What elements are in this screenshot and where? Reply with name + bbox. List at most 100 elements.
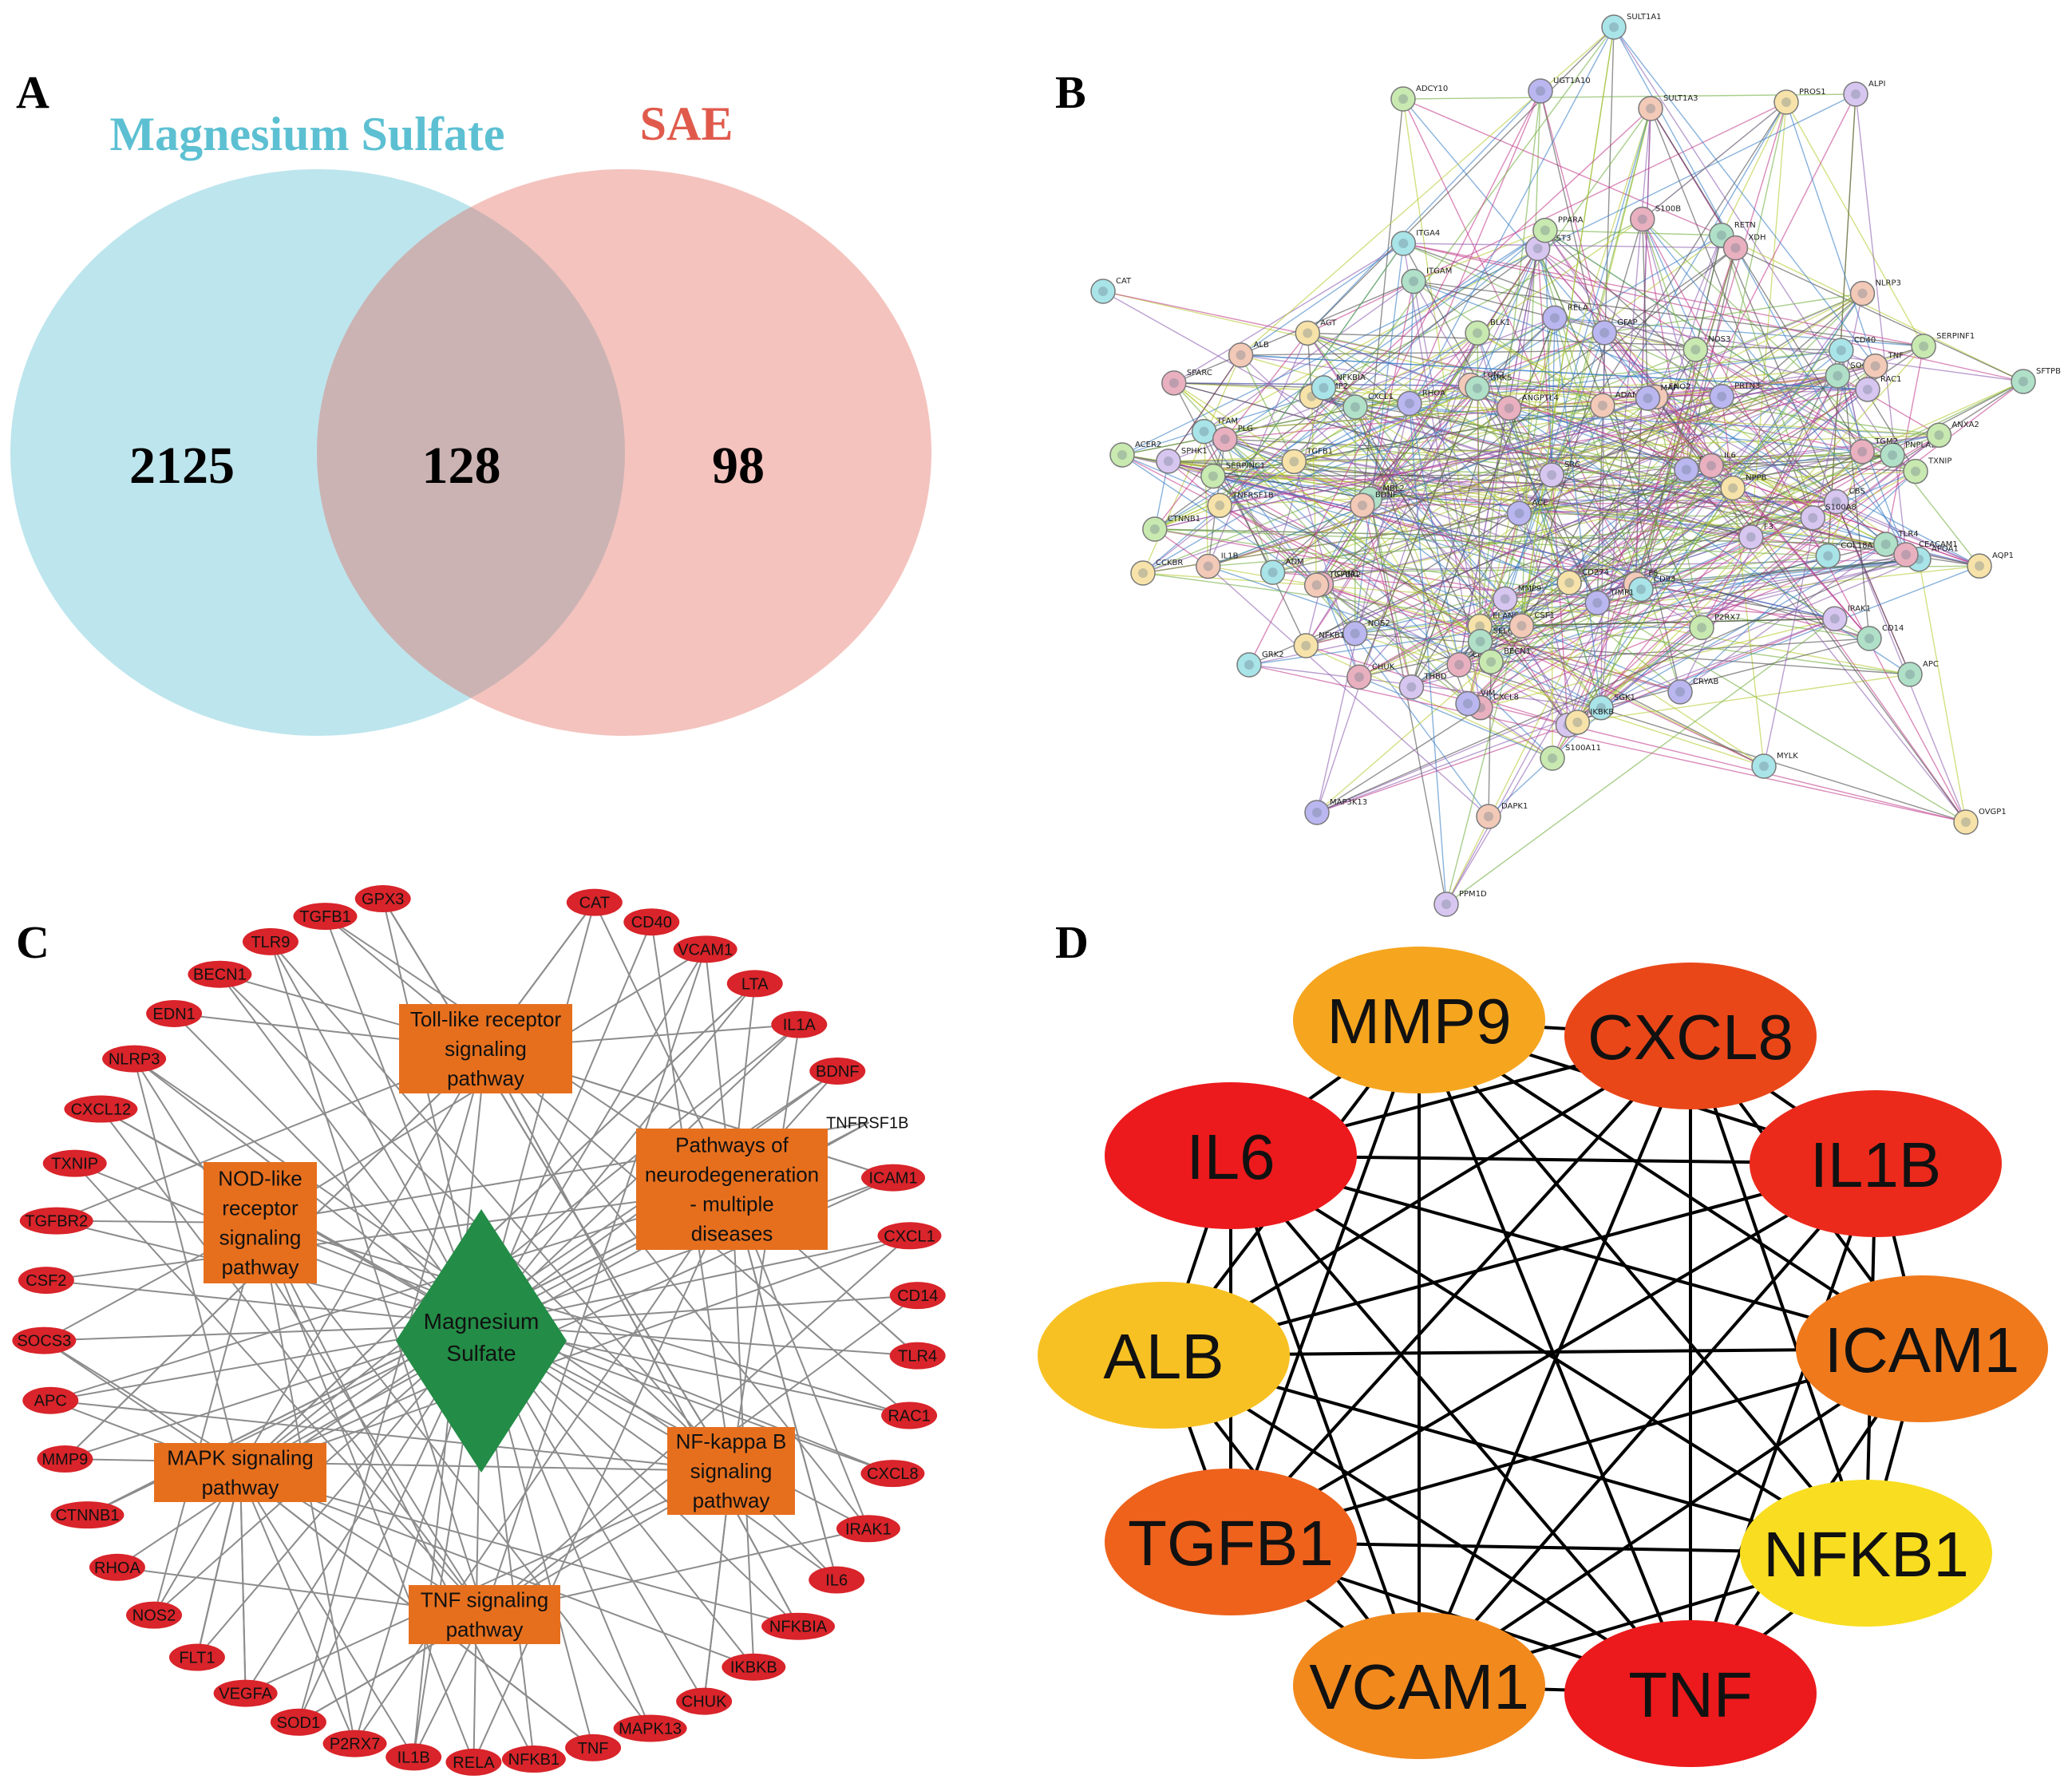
ppi-node-agt: AGT: [1295, 318, 1337, 346]
c-edge-pathway: [297, 1048, 487, 1723]
ppi-edge: [1568, 349, 1696, 583]
c-gene-ellipse: [566, 888, 623, 916]
ppi-node-circle: [1773, 89, 1799, 115]
ppi-node-structure-icon: [1354, 672, 1364, 682]
c-edge-pathway: [133, 1058, 732, 1472]
ppi-edge: [1307, 26, 1615, 334]
ppi-node-label: CD40: [1854, 336, 1876, 345]
ppi-node-label: ADM: [1286, 558, 1304, 567]
c-gene-label: LTA: [741, 975, 769, 993]
ppi-node-circle: [1720, 475, 1746, 501]
ppi-edge: [1362, 375, 1838, 506]
c-gene-ellipse: [881, 1402, 938, 1429]
c-gene-label: CAT: [579, 895, 611, 912]
d-hub-node-alb: ALB: [1038, 1282, 1290, 1429]
ppi-node-structure-icon: [2019, 377, 2028, 386]
ppi-edge: [1750, 101, 1787, 537]
ppi-edge: [1208, 517, 1813, 567]
ppi-node-structure-icon: [1398, 94, 1408, 104]
c-gene-node-tnfrsf1b: TNFRSF1B: [826, 1114, 908, 1132]
c-gene-ellipse: [676, 1687, 733, 1715]
ppi-node-label: ITGA4: [1416, 229, 1440, 238]
ppi-edge: [1458, 101, 1787, 666]
ppi-node-alb: ALB: [1228, 341, 1269, 368]
ppi-node-structure-icon: [1836, 346, 1846, 356]
venn-circle-magnesium-sulfate: [10, 169, 625, 736]
c-gene-node-becn1: BECN1: [188, 960, 252, 988]
ppi-node-s100a8: S100A8: [1800, 504, 1856, 531]
ppi-node-circle: [1689, 615, 1714, 641]
ppi-node-structure-icon: [1312, 808, 1322, 817]
ppi-node-cd93: CD93: [1628, 575, 1675, 603]
ppi-node-circle: [1926, 422, 1952, 448]
c-edge-pathway: [259, 1222, 651, 1730]
ppi-node-structure-icon: [1199, 426, 1209, 437]
c-gene-ellipse: [771, 1010, 828, 1038]
ppi-edge: [1316, 707, 1481, 813]
ppi-node-label: XDH: [1748, 234, 1766, 243]
ppi-node-label: APC: [1923, 660, 1939, 669]
ppi-node-label: MAP: [1660, 384, 1678, 393]
ppi-node-tnf: TNF: [1862, 352, 1904, 379]
ppi-edge: [1480, 375, 1838, 709]
ppi-node-structure-icon: [1808, 512, 1818, 523]
ppi-node-circle: [1281, 449, 1307, 475]
ppi-node-circle: [1738, 524, 1764, 550]
ppi-node-circle: [1880, 442, 1905, 468]
c-gene-ellipse: [722, 1653, 786, 1681]
ppi-edge: [1785, 101, 1876, 366]
c-gene-node-chuk: CHUK: [676, 1687, 733, 1715]
c-gene-ellipse: [126, 1601, 183, 1629]
ppi-node-circle: [1815, 543, 1841, 569]
ppi-node-circle: [1903, 458, 1928, 484]
c-gene-ellipse: [354, 885, 411, 913]
ppi-node-label: GRK2: [1262, 650, 1284, 659]
c-gene-label: VEGFA: [219, 1686, 272, 1703]
ppi-node-structure-icon: [1486, 657, 1497, 667]
ppi-edge: [1240, 243, 1404, 356]
ppi-node-cbs: CBS: [1824, 488, 1865, 515]
ppi-node-structure-icon: [1728, 483, 1738, 493]
ppi-edge: [1403, 243, 1736, 249]
ppi-node-sparc: SPARC: [1161, 369, 1212, 396]
ppi-edge: [1403, 243, 1916, 472]
c-gene-ellipse: [293, 903, 358, 931]
c-pathway-box: [667, 1427, 795, 1515]
ppi-node-structure-icon: [1823, 551, 1833, 561]
ppi-edge: [1212, 474, 1552, 477]
ppi-node-structure-icon: [1857, 446, 1868, 457]
ppi-edge: [1307, 332, 1870, 639]
ppi-edge: [1600, 471, 1916, 709]
ppi-node-label: F3: [1764, 523, 1773, 532]
c-gene-node-rela: RELA: [445, 1748, 502, 1776]
ppi-node-circle: [1509, 613, 1535, 638]
ppi-edge: [1168, 461, 1886, 545]
ppi-edge: [1855, 93, 1907, 555]
ppi-node-circle: [1259, 559, 1286, 585]
c-gene-label: FLT1: [179, 1650, 215, 1667]
c-gene-node-cxcl12: CXCL12: [64, 1095, 138, 1123]
ppi-node-ikbkb: IKBKB: [1564, 708, 1614, 735]
ppi-node-label: SGK1: [1614, 694, 1635, 702]
ppi-edge: [1358, 598, 1506, 678]
ppi-node-label: CTNNB1: [1168, 515, 1200, 524]
ppi-node-circle: [1236, 652, 1262, 678]
d-edge: [1162, 1354, 1692, 1695]
c-pathway-label-line: pathway: [222, 1255, 299, 1279]
ppi-node-circle: [1342, 394, 1368, 420]
venn-count-right-only: 98: [712, 437, 765, 495]
ppi-edge: [1505, 318, 1556, 599]
d-hub-ellipse: [1750, 1090, 2002, 1237]
ppi-node-label: ICAM1: [1335, 570, 1360, 579]
ppi-node-structure-icon: [1646, 104, 1655, 113]
ppi-node-structure-icon: [1870, 361, 1880, 371]
d-hub-node-icam1: ICAM1: [1796, 1275, 2048, 1422]
ppi-edge: [1604, 292, 1863, 334]
ppi-node-label: ALB: [1254, 341, 1269, 350]
c-pathway-label-line: TNF signaling: [421, 1588, 548, 1612]
ppi-node-label: CCKBR: [1156, 559, 1183, 567]
ppi-node-serpinf1: SERPINF1: [1911, 332, 1975, 359]
ppi-node-ceacam1: CEACAM1: [1893, 540, 1958, 567]
c-gene-ellipse: [89, 1553, 145, 1581]
ppi-node-circle: [1862, 353, 1888, 379]
